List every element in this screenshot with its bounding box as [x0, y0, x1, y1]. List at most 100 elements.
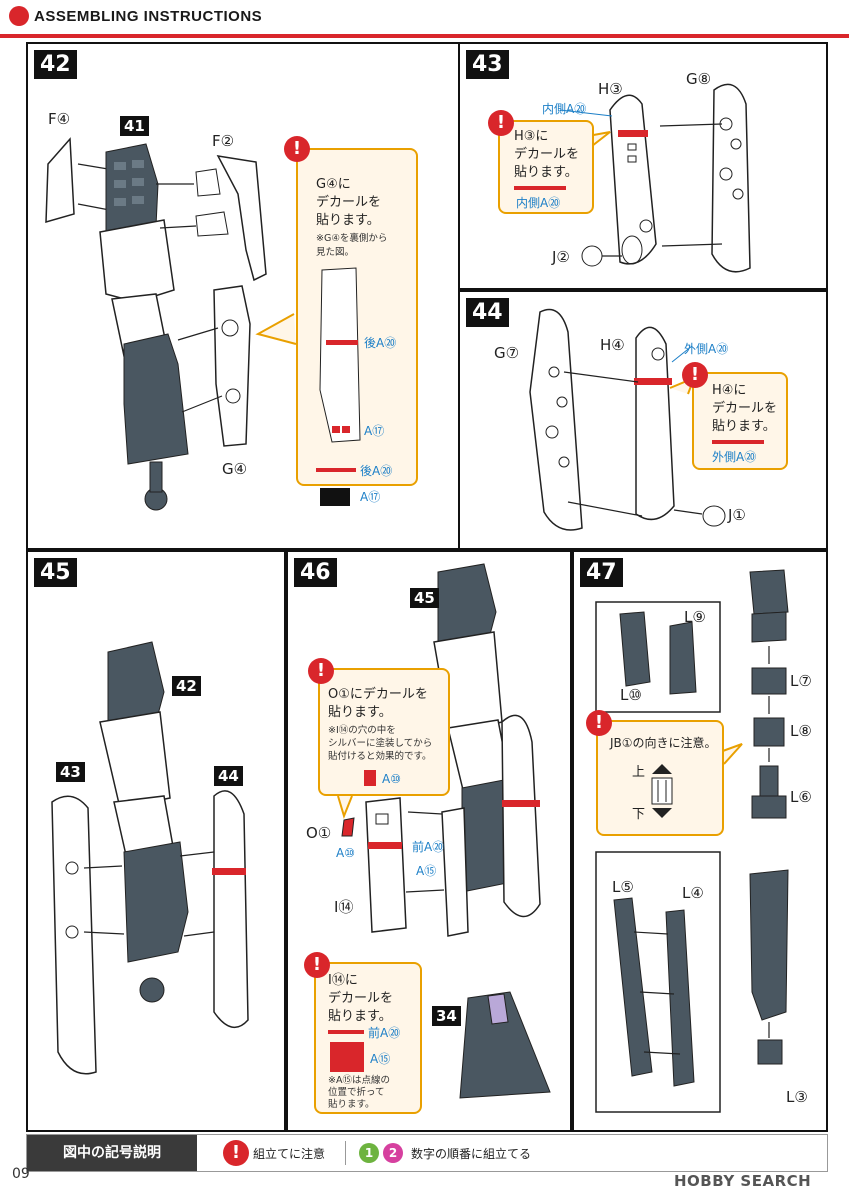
decal-callout-i14: ! I⑭に デカールを 貼ります。 前A⑳ A⑮ ※A⑮は点線の 位置で折って … — [304, 952, 422, 1114]
up-label: 上 — [632, 765, 646, 780]
label-g8: G⑧ — [686, 70, 712, 88]
decal-label: 後A⑳ — [360, 464, 393, 478]
ref-step-41: 41 — [120, 116, 149, 136]
decal-callout-o1: ! O①にデカールを 貼ります。 ※I⑭の穴の中を シルバーに塗装してから 貼付… — [308, 658, 450, 796]
step-number: 44 — [466, 298, 509, 327]
callout-note: ※G④を裏側から — [316, 233, 388, 244]
label-l5: L⑤ — [612, 878, 634, 896]
callout-text: H④に — [712, 383, 747, 398]
symbol-legend: 図中の記号説明 ! 組立てに注意 1 2 数字の順番に組立てる — [26, 1134, 828, 1172]
step-42-drawing — [45, 137, 297, 511]
callout-text: G④に — [316, 177, 351, 192]
page-title: ASSEMBLING INSTRUCTIONS — [34, 8, 263, 25]
callout-text: デカールを — [316, 195, 382, 210]
callout-note: ※I⑭の穴の中を — [328, 725, 396, 736]
step-number: 45 — [34, 558, 77, 587]
legend-title: 図中の記号説明 — [27, 1135, 197, 1171]
label-o1: O① — [306, 824, 332, 842]
callout-text: デカールを — [514, 147, 580, 162]
decal-label: A⑰ — [360, 490, 381, 504]
callout-text: 貼ります。 — [316, 213, 380, 228]
step-number: 46 — [294, 558, 337, 587]
jb1-orientation-diagram — [651, 764, 673, 818]
label-l9: L⑨ — [684, 608, 706, 626]
step-number: 42 — [34, 50, 77, 79]
label-g7: G⑦ — [494, 344, 520, 362]
label-l10: L⑩ — [620, 686, 642, 704]
decal-label: 外側A⑳ — [684, 342, 729, 356]
callout-text: 貼ります。 — [328, 705, 392, 720]
ref-step-34: 34 — [432, 1006, 461, 1026]
callout-text: I⑭に — [328, 973, 358, 988]
label-i14: I⑭ — [334, 898, 354, 916]
callout-note: ※A⑮は点線の — [328, 1075, 390, 1086]
label-l6: L⑥ — [790, 788, 812, 806]
decal-label: 内側A⑳ — [516, 196, 561, 210]
logo-icon — [9, 6, 29, 26]
step-42-panel: 42 41 F④ F② G④ ! G④ — [26, 42, 460, 550]
legend-warn-text: 組立てに注意 — [253, 1147, 326, 1161]
decal-label: 前A⑳ — [368, 1026, 401, 1040]
legend-order-text: 数字の順番に組立てる — [411, 1147, 532, 1161]
callout-text: O①にデカールを — [328, 687, 428, 702]
label-j2: J② — [552, 248, 570, 266]
decal-a17-swatch — [320, 488, 350, 506]
step-45-drawing — [51, 641, 249, 1075]
label-l8: L⑧ — [790, 722, 812, 740]
decal-label: 内側A⑳ — [542, 102, 587, 116]
page-number: 09 — [12, 1166, 30, 1182]
label-j1: J① — [728, 506, 746, 524]
step-number: 47 — [580, 558, 623, 587]
warning-icon: ! — [304, 952, 330, 978]
decal-callout-h4: ! H④に デカールを 貼ります。 外側A⑳ — [682, 362, 788, 470]
callout-note: 見た図。 — [316, 247, 355, 258]
callout-text: JB①の向きに注意。 — [610, 736, 717, 750]
label-l4: L④ — [682, 884, 704, 902]
decal-label: A⑰ — [364, 424, 385, 438]
decal-label: A⑩ — [382, 772, 401, 786]
callout-note: 位置で折って — [328, 1087, 385, 1098]
decal-swatch — [514, 186, 566, 190]
decal-label: A⑩ — [336, 846, 355, 860]
warning-icon: ! — [308, 658, 334, 684]
decal-label: 前A⑳ — [412, 840, 445, 854]
callout-text: 貼ります。 — [328, 1009, 392, 1024]
header-rule — [0, 34, 849, 38]
step-44-panel: 44 G⑦ H④ J① 外側A⑳ ! H④に デカールを 貼ります。 外側A⑳ — [458, 290, 828, 550]
callout-text: デカールを — [328, 991, 394, 1006]
page-header: ASSEMBLING INSTRUCTIONS — [0, 0, 849, 38]
decal-swatch — [328, 1030, 364, 1034]
callout-note: 貼付けると効果的です。 — [328, 751, 432, 762]
decal-label: 外側A⑳ — [712, 450, 757, 464]
decal-swatch — [330, 1042, 364, 1072]
callout-text: 貼ります。 — [514, 165, 578, 180]
callout-text: 貼ります。 — [712, 419, 776, 434]
warning-icon: ! — [682, 362, 708, 388]
warning-icon: ! — [488, 110, 514, 136]
decal-callout-h3: ! H③に デカールを 貼ります。 内側A⑳ — [488, 110, 594, 214]
ref-step-45: 45 — [410, 588, 439, 608]
warning-icon: ! — [223, 1140, 249, 1166]
warning-icon: ! — [586, 710, 612, 736]
callout-note: 貼ります。 — [328, 1099, 375, 1110]
decal-label: A⑮ — [370, 1052, 391, 1066]
jb1-orientation-callout: ! JB①の向きに注意。 上 下 — [586, 710, 724, 836]
decal-callout-g4: ! G④に デカールを 貼ります。 ※G④を裏側から 見た図。 後A⑳ A⑰ 後… — [284, 136, 418, 506]
step-43-drawing — [559, 83, 751, 273]
label-h3: H③ — [598, 80, 623, 98]
step-47-panel: 47 L⑨ L⑩ L⑦ L⑧ L⑥ L⑤ L④ L③ ! JB①の向きに注意。 … — [572, 550, 828, 1132]
ref-step-42: 42 — [172, 676, 201, 696]
label-f2: F② — [212, 132, 235, 150]
decal-label: 後A⑳ — [364, 336, 397, 350]
label-l3: L③ — [786, 1088, 808, 1106]
label-f4: F④ — [48, 110, 71, 128]
ref-step-44: 44 — [214, 766, 243, 786]
step-47-drawing — [595, 569, 789, 1113]
decal-swatch — [364, 770, 376, 786]
ref-step-43: 43 — [56, 762, 85, 782]
order-2-icon: 2 — [383, 1143, 403, 1163]
decal-label: A⑮ — [416, 864, 437, 878]
step-46-drawing — [337, 563, 551, 1099]
label-g4: G④ — [222, 460, 248, 478]
label-h4: H④ — [600, 336, 625, 354]
